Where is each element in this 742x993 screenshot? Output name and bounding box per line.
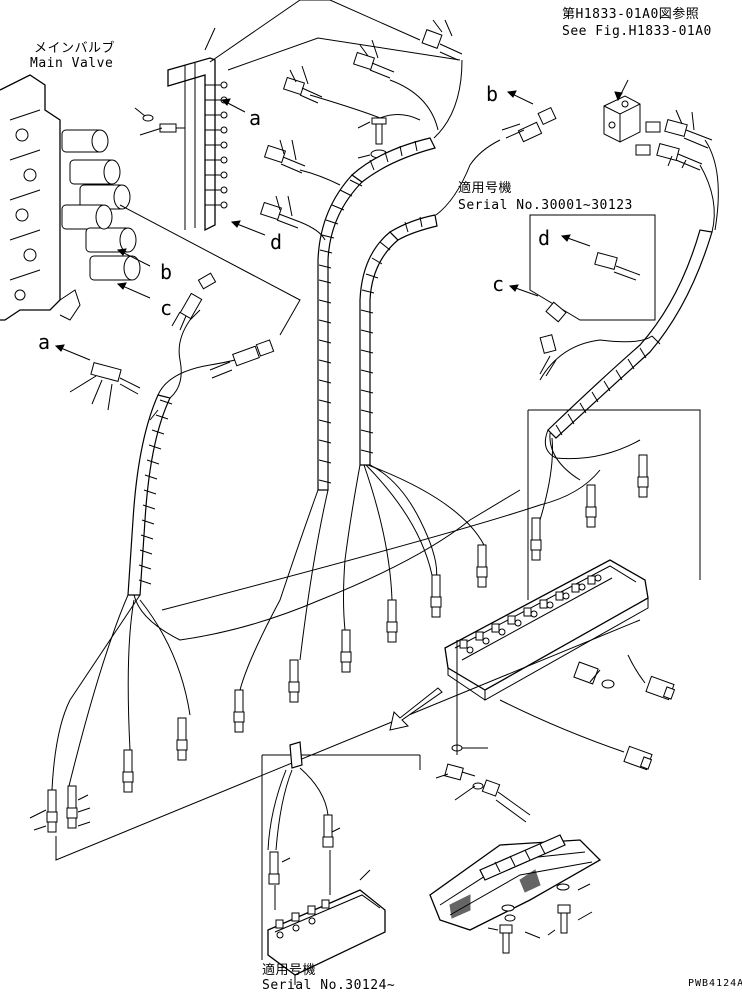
spiral-hose-left bbox=[127, 394, 171, 596]
main-valve-body bbox=[0, 74, 81, 321]
spiral-wrap-long-right bbox=[555, 335, 661, 436]
reference-label-en: See Fig.H1833-01A0 bbox=[562, 24, 712, 39]
view-direction-arrow bbox=[389, 687, 443, 731]
connector-plug-2 bbox=[627, 654, 676, 701]
hose-fitting-left-mid bbox=[263, 139, 306, 174]
hose-fitting-top-3 bbox=[282, 65, 323, 104]
reference-label-jp: 第H1833-01A0図参照 bbox=[562, 7, 700, 22]
callout-c-serial: c bbox=[492, 272, 505, 296]
spiral-wrap-upper bbox=[369, 140, 418, 171]
bolt-washer-left bbox=[134, 107, 185, 136]
serial-range-bottom-en: Serial No.30124~ bbox=[262, 978, 396, 993]
main-valve-label-jp: メインバルブ bbox=[34, 41, 116, 56]
callout-c-valve: c bbox=[160, 296, 173, 320]
leader-valve-c bbox=[119, 204, 301, 336]
spiral-hose-long-right bbox=[547, 229, 713, 439]
hose-fitting-block-1 bbox=[664, 109, 713, 149]
leader-manifold-a bbox=[227, 37, 461, 71]
spiral-wrap-left bbox=[138, 399, 173, 585]
subassembly-frame bbox=[527, 409, 701, 600]
rear-manifold-plate bbox=[444, 559, 649, 701]
spiral-hose-right bbox=[359, 231, 399, 466]
inset-detail-frame bbox=[261, 741, 421, 985]
hose-fitting-block-2 bbox=[656, 143, 703, 171]
hose-fitting-top-2 bbox=[352, 39, 395, 79]
bolt-lower bbox=[487, 883, 593, 954]
vertical-fittings bbox=[29, 409, 649, 833]
connector-plug-3 bbox=[499, 699, 653, 771]
leader-top bbox=[300, 0, 421, 41]
callout-b-valve: b bbox=[160, 260, 173, 284]
pipe-lines bbox=[51, 59, 719, 791]
lower-fittings bbox=[435, 640, 531, 823]
callout-b-top-right: b bbox=[486, 82, 499, 106]
main-valve-solenoids bbox=[61, 129, 141, 281]
serial-range-top-jp: 適用号機 bbox=[458, 181, 513, 196]
connector-plug-1 bbox=[573, 661, 615, 689]
control-block-ref bbox=[603, 95, 661, 156]
callout-d-manifold: d bbox=[270, 230, 283, 254]
leader-to-plate bbox=[55, 619, 641, 861]
callout-d-serial: d bbox=[538, 226, 551, 250]
manifold-block-top bbox=[167, 0, 301, 232]
serial-range-bottom-jp: 適用号機 bbox=[262, 963, 317, 978]
callout-a-manifold: a bbox=[249, 106, 262, 130]
mount-bracket-lower bbox=[429, 834, 602, 931]
spiral-hose-center bbox=[317, 174, 363, 491]
hose-fitting-top-1 bbox=[421, 19, 463, 61]
callout-a-valve: a bbox=[38, 330, 51, 354]
serial-range-top-en: Serial No.30001~30123 bbox=[458, 198, 633, 213]
main-valve-label-en: Main Valve bbox=[30, 56, 114, 71]
drawing-code: PWB4124A bbox=[688, 978, 742, 989]
hose-fitting-left-low bbox=[259, 195, 301, 229]
spiral-wrap-center bbox=[318, 179, 363, 484]
spiral-hose-upper bbox=[351, 137, 436, 183]
spiral-hose-right-top bbox=[389, 214, 438, 241]
spiral-wrap-right bbox=[360, 216, 423, 454]
